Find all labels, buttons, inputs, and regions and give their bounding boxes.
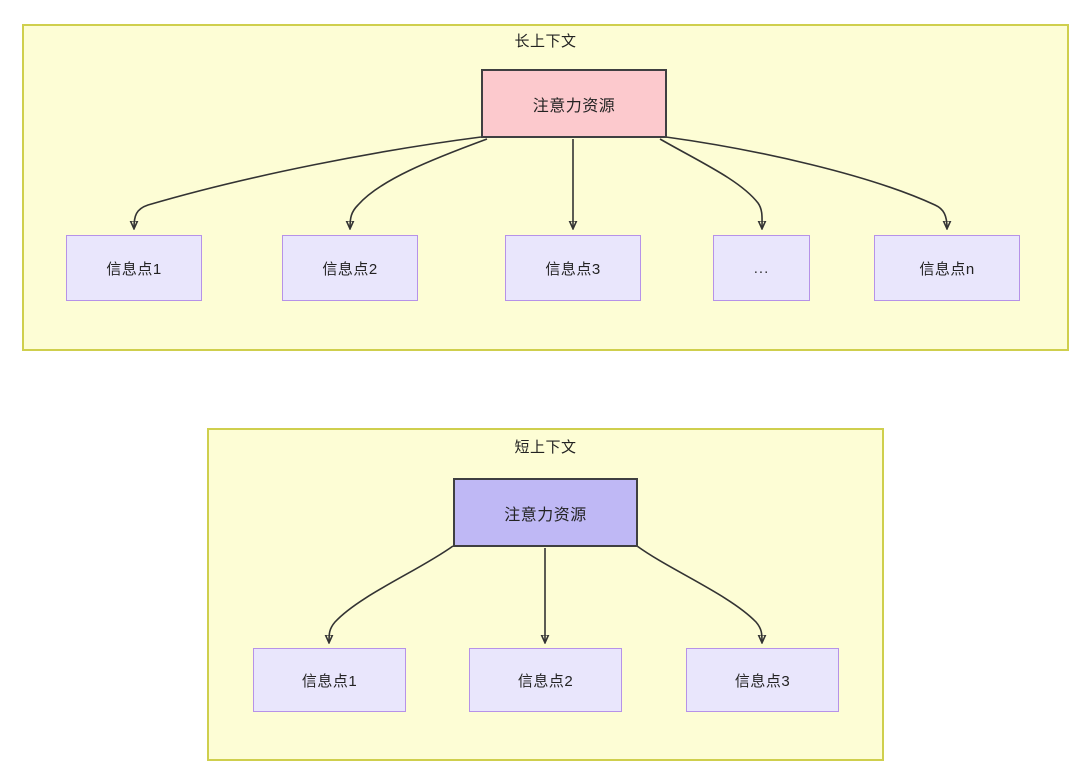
node-long-attention-resource[interactable]: 注意力资源 [481,69,667,138]
node-long-info-point-2[interactable]: 信息点2 [282,235,418,301]
node-label: 信息点3 [545,260,601,278]
node-label: 注意力资源 [504,506,587,524]
node-label: 信息点2 [517,672,574,690]
node-long-info-point-1[interactable]: 信息点1 [66,235,202,301]
node-label: 信息点2 [322,260,378,278]
group-short-context-title: 短上下文 [514,439,577,456]
node-label: 信息点3 [734,672,791,690]
node-long-info-point-n[interactable]: 信息点n [874,235,1020,301]
group-long-context-title: 长上下文 [514,33,577,50]
node-label: ... [753,259,770,277]
node-label: 注意力资源 [532,97,616,115]
node-short-attention-resource[interactable]: 注意力资源 [453,478,638,547]
node-long-info-point-3[interactable]: 信息点3 [505,235,641,301]
node-label: 信息点1 [301,672,358,690]
node-label: 信息点n [919,260,975,278]
node-short-info-point-2[interactable]: 信息点2 [469,648,622,712]
node-long-info-point-ellipsis[interactable]: ... [713,235,810,301]
node-short-info-point-1[interactable]: 信息点1 [253,648,406,712]
node-label: 信息点1 [106,260,162,278]
node-short-info-point-3[interactable]: 信息点3 [686,648,839,712]
